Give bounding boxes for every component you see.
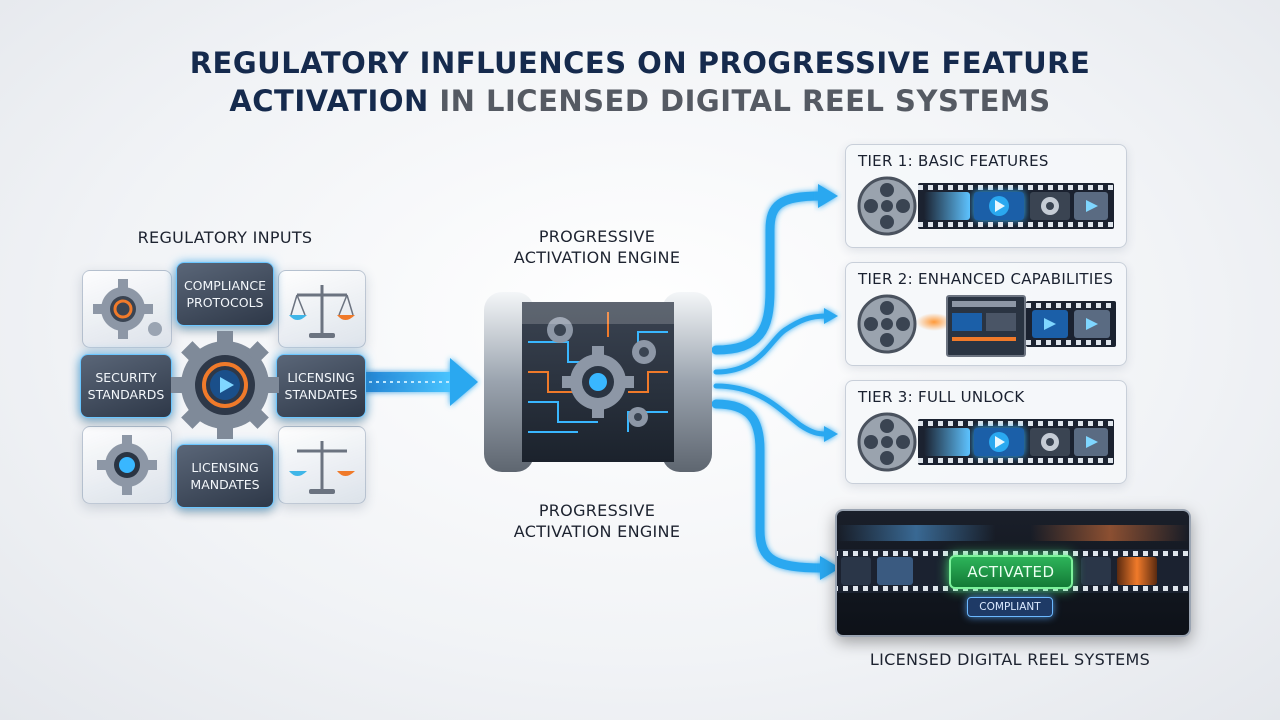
title-rest: IN LICENSED DIGITAL REEL SYSTEMS	[428, 84, 1051, 118]
tier-1-title: TIER 1: BASIC FEATURES	[858, 152, 1049, 170]
scale-icon	[289, 441, 355, 494]
play-icon	[1086, 436, 1098, 448]
film-strip	[1026, 301, 1116, 347]
tier-2-panel: TIER 2: ENHANCED CAPABILITIES	[845, 262, 1127, 366]
play-frame	[974, 192, 1024, 220]
play-icon	[1086, 200, 1098, 212]
dashboard-screen	[946, 295, 1026, 357]
gear-tile-bottom	[82, 426, 172, 504]
gear-icon	[93, 279, 162, 339]
branch-arrowheads	[818, 184, 840, 580]
orange-burst	[916, 313, 952, 331]
tier-1-panel: TIER 1: BASIC FEATURES	[845, 144, 1127, 248]
gear-icon	[97, 435, 157, 495]
branch-arrows	[711, 191, 829, 573]
tier-2-title: TIER 2: ENHANCED CAPABILITIES	[858, 270, 1114, 288]
film-reel-icon	[857, 294, 917, 354]
activated-reel-panel: ACTIVATED COMPLIANT	[835, 509, 1191, 637]
title-line-1: REGULATORY INFLUENCES ON PROGRESSIVE FEA…	[189, 46, 1091, 80]
play-icon	[1086, 318, 1098, 330]
scale-tile-top	[278, 270, 366, 348]
inputs-heading: REGULATORY INPUTS	[137, 228, 313, 247]
output-caption: LICENSED DIGITAL REEL SYSTEMS	[869, 650, 1151, 669]
activated-badge: ACTIVATED	[949, 555, 1073, 589]
central-gear-hub	[171, 331, 279, 439]
scale-icon	[289, 285, 355, 338]
gear-icon	[1041, 197, 1059, 215]
scale-tile-bottom	[278, 426, 366, 504]
title-line-2: ACTIVATION IN LICENSED DIGITAL REEL SYST…	[0, 82, 1280, 120]
play-icon	[989, 432, 1009, 452]
tier-3-panel: TIER 3: FULL UNLOCK	[845, 380, 1127, 484]
gear-icon	[1041, 433, 1059, 451]
play-icon	[989, 196, 1009, 216]
gear-tile-top	[82, 270, 172, 348]
play-icon	[220, 377, 234, 393]
engine-label-top: PROGRESSIVE ACTIVATION ENGINE	[513, 227, 681, 267]
tier-3-title: TIER 3: FULL UNLOCK	[858, 388, 1025, 406]
engine-label-bottom: PROGRESSIVE ACTIVATION ENGINE	[513, 501, 681, 541]
film-strip	[918, 183, 1114, 229]
activation-engine-cylinder	[484, 292, 712, 472]
compliant-badge: COMPLIANT	[967, 597, 1053, 617]
input-arrow	[360, 358, 478, 406]
film-reel-icon	[857, 412, 917, 472]
film-strip	[918, 419, 1114, 465]
play-icon	[1044, 318, 1056, 330]
title-highlight: ACTIVATION	[229, 84, 429, 118]
light-streaks	[837, 525, 1189, 541]
film-reel-icon	[857, 176, 917, 236]
